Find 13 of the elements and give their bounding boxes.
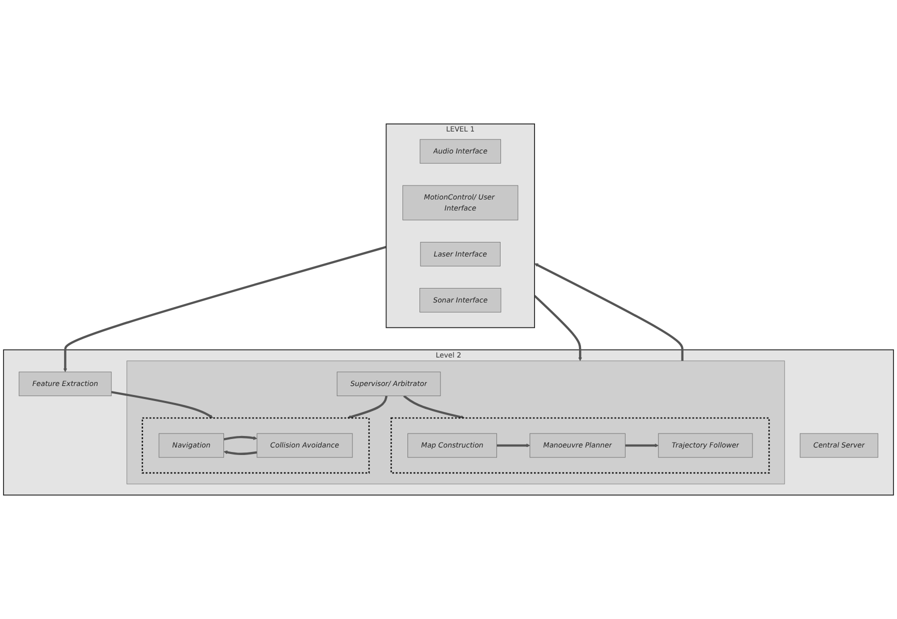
arrow (224, 436, 258, 440)
arrow (403, 395, 465, 420)
arrow (534, 294, 582, 362)
cluster (126, 360, 785, 484)
arrow (111, 390, 214, 418)
arrow (496, 444, 530, 448)
arrow (63, 246, 386, 372)
cluster (142, 417, 370, 474)
arrow (347, 396, 388, 419)
cluster (390, 417, 770, 474)
arrow (224, 450, 258, 455)
arrow (534, 263, 684, 361)
arrow (625, 444, 659, 448)
